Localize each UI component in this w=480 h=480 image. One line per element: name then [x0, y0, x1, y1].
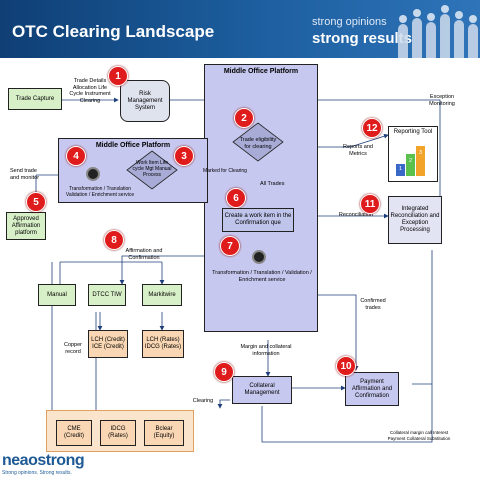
cme-box[interactable]: CME (Credit) — [56, 420, 92, 446]
step-badge-11: 11 — [360, 194, 380, 214]
page-title: OTC Clearing Landscape — [12, 22, 215, 41]
step-badge-9: 9 — [214, 362, 234, 382]
trade-capture-box[interactable]: Trade Capture — [8, 88, 62, 110]
lch-rates-box[interactable]: LCH (Rates) IDCG (Rates) — [142, 330, 184, 358]
header-banner: OTC Clearing Landscape strong opinions s… — [0, 0, 480, 58]
person-figure-icon — [398, 15, 408, 58]
bclear-box[interactable]: Bclear (Equity) — [144, 420, 184, 446]
step-badge-8: 8 — [104, 230, 124, 250]
step-badge-3: 3 — [174, 146, 194, 166]
step-badge-6: 6 — [226, 188, 246, 208]
middle-office-platform-right: Middle Office Platform — [204, 64, 318, 332]
logo-tagline: Strong opinions. Strong results. — [2, 470, 72, 476]
trade-details-label: Trade Details Allocation Life Cycle Inst… — [69, 78, 111, 104]
person-figure-icon — [468, 15, 478, 58]
lch-credit-box[interactable]: LCH (Credit) ICE (Credit) — [88, 330, 128, 358]
step-badge-5: 5 — [26, 192, 46, 212]
clearing-label: Clearing — [192, 398, 214, 404]
dtcc-tiw-box[interactable]: DTCC TIW — [88, 284, 126, 306]
manual-box[interactable]: Manual — [38, 284, 76, 306]
integrated-reconciliation-box[interactable]: Integrated Reconciliation and Exception … — [388, 196, 442, 244]
person-figure-icon — [454, 11, 464, 58]
step-badge-10: 10 — [336, 356, 356, 376]
create-work-item-box[interactable]: Create a work item in the Confirmation q… — [222, 208, 294, 232]
risk-management-system[interactable]: Risk Management System — [120, 80, 170, 122]
reports-metrics-label: Reports and Metrics — [343, 144, 373, 157]
company-logo: neaostrong — [2, 452, 85, 469]
platform-title: Middle Office Platform — [223, 68, 299, 75]
confirmed-trades-label: Confirmed trades — [360, 298, 386, 311]
tagline-line-1: strong opinions — [312, 16, 387, 28]
bar-2 — [406, 154, 415, 176]
idcg-box[interactable]: IDCG (Rates) — [100, 420, 136, 446]
gear-icon — [86, 167, 100, 181]
gear-icon — [252, 250, 266, 264]
tagline-line-2: strong results — [312, 30, 413, 47]
reporting-tool-label: Reporting Tool — [393, 129, 433, 135]
work-item-label: Work Item Life cycle Mgt Manual Process — [132, 160, 172, 178]
bar-3 — [416, 146, 425, 176]
marked-for-clearing-label: Marked for Clearing — [203, 168, 247, 174]
bar-label-1: 1 — [398, 166, 403, 172]
trade-eligibility-diamond[interactable] — [232, 122, 284, 162]
collateral-margin-call-label: Collateral margin call Interest Payment … — [387, 430, 451, 441]
trade-eligibility-label: Trade eligibility for clearing — [239, 137, 277, 150]
transformation-left-label: Transformation / Translation Validation … — [65, 186, 135, 198]
person-figure-icon — [440, 5, 450, 58]
step-badge-7: 7 — [220, 236, 240, 256]
payment-affirmation-box[interactable]: Payment Affirmation and Confirmation — [345, 372, 399, 406]
transformation-right-label: Transformation / Translation / Validatio… — [212, 270, 312, 283]
work-item-diamond[interactable] — [126, 150, 178, 190]
bar-label-2: 2 — [408, 158, 413, 164]
reconciliation-label: Reconciliation — [338, 212, 374, 218]
step-badge-1: 1 — [108, 66, 128, 86]
bar-1 — [396, 164, 405, 176]
copper-record-label: Copper record — [63, 342, 83, 355]
bar-label-3: 3 — [418, 150, 423, 156]
markitwire-box[interactable]: Markitwire — [142, 284, 182, 306]
collateral-management-box[interactable]: Collateral Management — [232, 376, 292, 404]
all-trades-label: All Trades — [260, 181, 285, 187]
step-badge-12: 12 — [362, 118, 382, 138]
send-trade-label: Send trade and monitor — [10, 168, 40, 181]
margin-collateral-label: Margin and collateral information — [240, 344, 292, 357]
platform-title: Middle Office Platform — [95, 142, 171, 149]
person-figure-icon — [412, 9, 422, 58]
person-figure-icon — [426, 13, 436, 58]
step-badge-2: 2 — [234, 108, 254, 128]
exception-monitoring-label: Exception Monitoring — [429, 94, 455, 107]
approved-affirmation-box[interactable]: Approved Affirmation platform — [6, 212, 46, 240]
step-badge-4: 4 — [66, 146, 86, 166]
affirmation-confirmation-label: Affirmation and Confirmation — [125, 248, 163, 261]
